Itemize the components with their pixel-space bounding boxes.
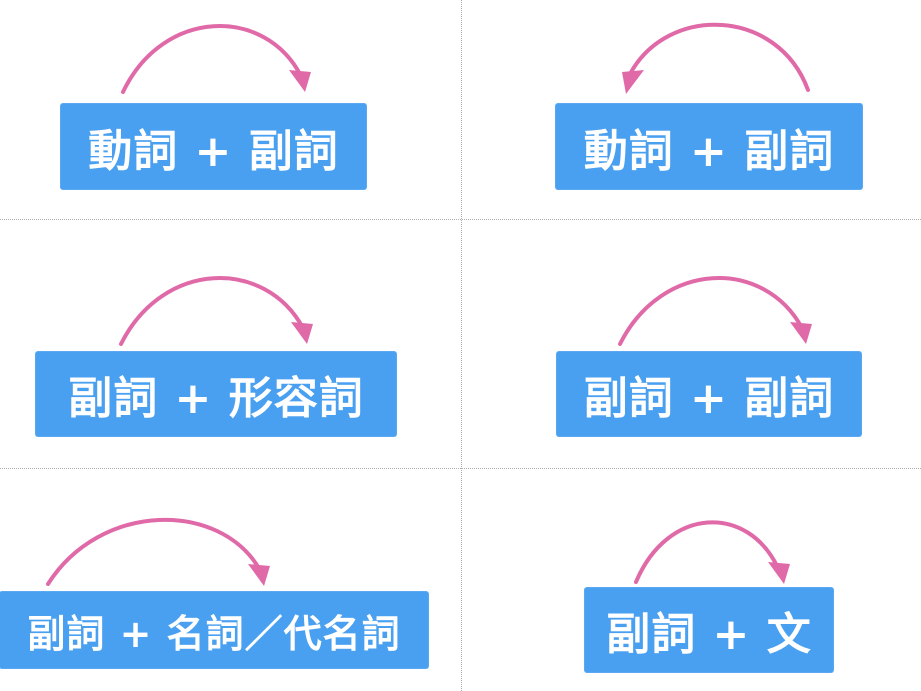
curved-arrow-icon <box>119 276 313 346</box>
label-box: 副詞 + 副詞 <box>557 352 861 436</box>
curved-arrow-icon <box>634 520 790 584</box>
curved-arrow-icon <box>618 276 812 346</box>
curved-arrow-icon <box>121 24 311 94</box>
horizontal-divider <box>0 219 921 220</box>
card-label: 動詞 + 副詞 <box>583 125 835 177</box>
card-label: 副詞 + 副詞 <box>583 373 835 424</box>
card-label: 副詞 + 形容詞 <box>68 373 364 424</box>
card-label: 副詞 + 文 <box>606 609 812 660</box>
card-label: 動詞 + 副詞 <box>88 125 339 177</box>
label-box: 副詞 + 形容詞 <box>36 352 396 436</box>
label-box: 副詞 + 名詞／代名詞 <box>0 592 428 668</box>
label-box: 動詞 + 副詞 <box>61 104 366 189</box>
card-label: 副詞 + 名詞／代名詞 <box>27 611 401 656</box>
vertical-divider <box>461 0 462 691</box>
label-box: 動詞 + 副詞 <box>556 104 862 189</box>
horizontal-divider <box>0 468 921 469</box>
curved-arrow-left-icon <box>622 22 810 94</box>
label-box: 副詞 + 文 <box>585 588 833 672</box>
curved-arrow-icon <box>46 518 270 586</box>
